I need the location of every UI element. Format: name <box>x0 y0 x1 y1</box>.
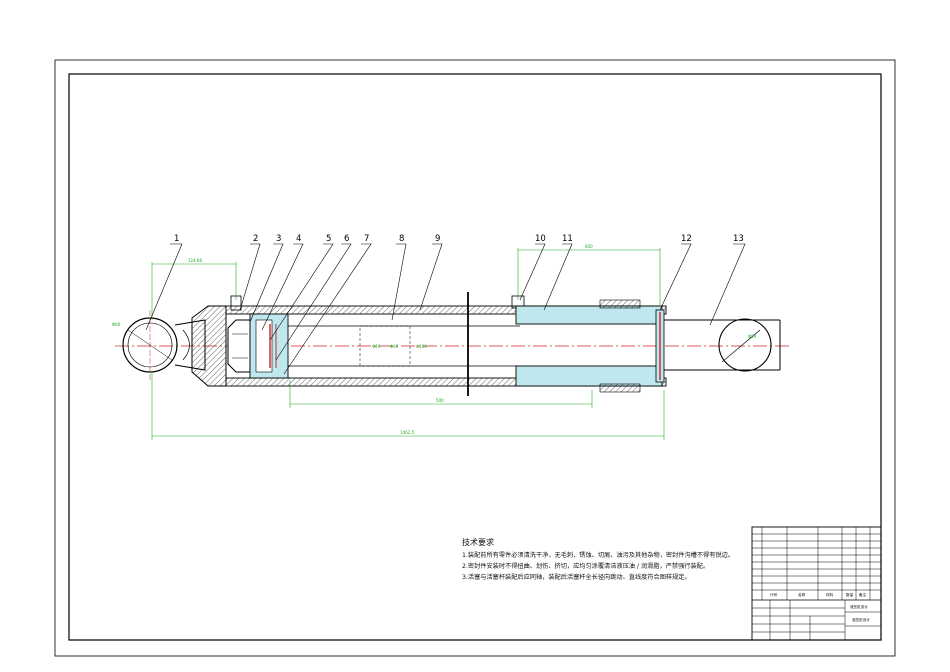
part-label-12: 12 <box>681 234 692 244</box>
part-label-13: 13 <box>733 234 744 244</box>
part-label-4: 4 <box>296 234 301 244</box>
dimension-texts: 124.66 600 500 1462.5 Φ60 Φ50 Φ40 Φ60 Φ1… <box>112 244 757 435</box>
part-label-2: 2 <box>253 234 258 244</box>
col-code-label: 代号 <box>770 592 778 597</box>
col-material-label: 材料 <box>826 592 834 597</box>
requirement-line-2: 2.密封件安装时不得扭曲、划伤、挤切，应均匀涂覆清洁液压油 / 润滑脂，严禁强行… <box>462 563 710 570</box>
dim-eye-dia-right: Φ50 <box>748 334 757 339</box>
col-remark-label: 备注 <box>859 592 867 597</box>
title-block <box>751 526 882 641</box>
leader-lines <box>145 243 746 375</box>
outer-frame <box>54 59 896 657</box>
col-name-label: 名称 <box>798 592 806 597</box>
col-qty-label: 数量 <box>846 592 854 597</box>
technical-requirements: 技术要求 1.装配前所有零件必须清洗干净，无毛刺、锈蚀、切屑、油污及其他杂物，密… <box>462 537 752 583</box>
dim-bore-mid: Φ60 <box>390 344 399 349</box>
part-label-10: 10 <box>535 234 546 244</box>
cylinder-barrel <box>225 295 667 387</box>
requirement-line-3: 3.活塞与活塞杆装配后应同轴，装配后活塞杆全长径向跳动、直线度符合图样规定。 <box>462 574 691 581</box>
drawing-name: 液压缸设计 <box>850 604 868 609</box>
part-label-8: 8 <box>399 234 404 244</box>
title-block-texts: 代号 名称 材料 数量 备注 液压缸设计 液压缸设计 <box>770 592 870 622</box>
part-label-3: 3 <box>276 234 281 244</box>
dim-rod-stroke: 500 <box>436 398 444 403</box>
dim-overall-length: 1462.5 <box>400 430 414 435</box>
inner-frame <box>68 73 882 641</box>
requirement-line-1: 1.装配前所有零件必须清洗干净，无毛刺、锈蚀、切屑、油污及其他杂物，密封件沟槽不… <box>462 552 734 559</box>
dim-eye-dia-left: Φ60 <box>112 322 121 327</box>
piston-rod-inner <box>288 325 520 367</box>
end-seal <box>655 309 665 383</box>
dim-piston-travel: 600 <box>585 244 593 249</box>
part-labels: 1 2 3 4 5 6 7 8 9 10 11 12 13 <box>174 234 744 244</box>
rod-guide <box>515 299 663 393</box>
part-label-6: 6 <box>344 234 349 244</box>
part-label-11: 11 <box>562 234 573 244</box>
part-label-7: 7 <box>364 234 369 244</box>
part-label-5: 5 <box>326 234 331 244</box>
dim-bore-small: Φ40 <box>372 344 381 349</box>
part-label-1: 1 <box>174 234 179 244</box>
dim-bore-large: Φ100 <box>416 344 427 349</box>
part-label-9: 9 <box>435 234 440 244</box>
dim-eye-offset: 124.66 <box>188 258 202 263</box>
piston-rod-outer <box>664 318 781 372</box>
project-name: 液压缸设计 <box>852 617 870 622</box>
requirements-title: 技术要求 <box>462 538 494 547</box>
piston-assembly <box>227 313 289 379</box>
dimension-lines <box>151 248 665 440</box>
